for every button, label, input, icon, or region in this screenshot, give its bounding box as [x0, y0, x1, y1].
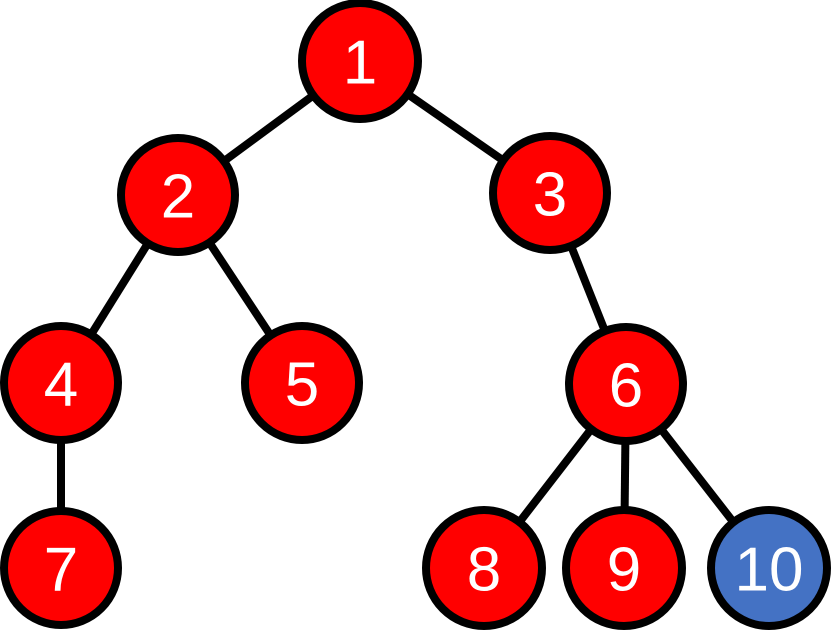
tree-node-3[interactable]: 3 [489, 132, 611, 254]
tree-node-circle-6[interactable] [565, 323, 687, 445]
tree-node-circle-5[interactable] [241, 322, 363, 444]
tree-node-circle-10[interactable] [707, 506, 831, 630]
tree-node-5[interactable]: 5 [241, 322, 363, 444]
tree-node-circle-8[interactable] [422, 506, 546, 630]
tree-node-9[interactable]: 9 [562, 506, 686, 630]
tree-node-6[interactable]: 6 [565, 323, 687, 445]
tree-node-circle-7[interactable] [0, 507, 122, 629]
tree-node-10[interactable]: 10 [707, 506, 831, 630]
tree-node-circle-9[interactable] [562, 506, 686, 630]
tree-node-circle-3[interactable] [489, 132, 611, 254]
tree-node-7[interactable]: 7 [0, 507, 122, 629]
tree-node-circle-2[interactable] [117, 134, 239, 256]
tree-node-8[interactable]: 8 [422, 506, 546, 630]
tree-node-4[interactable]: 4 [0, 322, 122, 444]
tree-node-circle-1[interactable] [298, 0, 422, 123]
tree-node-1[interactable]: 1 [298, 0, 422, 123]
tree-node-circle-4[interactable] [0, 322, 122, 444]
tree-node-2[interactable]: 2 [117, 134, 239, 256]
